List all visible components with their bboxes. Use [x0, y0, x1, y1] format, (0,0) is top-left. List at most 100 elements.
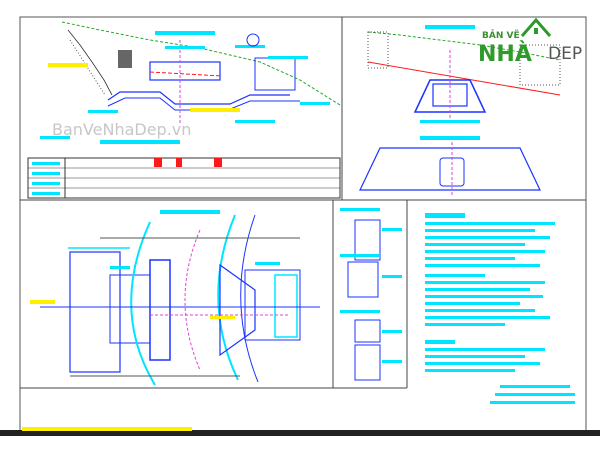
note-line-20	[425, 369, 515, 372]
profile-marker-red-1	[154, 158, 162, 167]
note-line-7	[425, 264, 540, 267]
detail-cyan-b	[382, 275, 402, 278]
slope-hatch	[69, 39, 106, 96]
cyan-label-9	[100, 140, 180, 144]
panel-notes	[425, 213, 575, 404]
red-level-line	[149, 71, 223, 77]
note-line-3	[425, 236, 550, 239]
panel-longitudinal-section	[40, 21, 341, 144]
house-icon	[520, 17, 552, 37]
logo-tail-text: DEP	[548, 44, 583, 64]
profile-marker-red-2	[176, 158, 182, 167]
note-line-17	[425, 348, 545, 351]
cross-ground-line	[367, 31, 561, 61]
profile-table-label-3	[32, 182, 60, 185]
note-line-9	[425, 281, 545, 284]
note-line-15	[425, 323, 505, 326]
title-strip-yellow	[22, 427, 192, 431]
wall-block	[118, 50, 132, 68]
cyan-label-3	[235, 45, 265, 48]
note-line-4	[425, 243, 525, 246]
abutment-right	[254, 57, 296, 91]
note-line-5	[425, 250, 545, 253]
profile-marker-red-3	[214, 158, 222, 167]
plan-right-apron	[244, 269, 301, 341]
profile-table	[27, 157, 341, 199]
plan-title	[160, 210, 220, 214]
plan-left-apron	[69, 251, 121, 373]
signature-line-3	[490, 401, 575, 404]
detail-3	[354, 319, 381, 343]
yellow-label-2	[190, 108, 240, 112]
cyan-label-8	[235, 120, 275, 123]
note-line-18	[425, 355, 525, 358]
cyan-label-2	[165, 46, 205, 49]
yellow-label-1	[48, 63, 88, 67]
bottom-profile-2	[107, 97, 300, 111]
plan-label-yellow	[210, 316, 235, 319]
culvert-cross-section	[413, 79, 487, 113]
detail-4	[354, 344, 381, 381]
plan-wing-right	[219, 263, 256, 357]
watermark-text: BanVeNhaDep.vn	[52, 120, 192, 139]
plan-label	[420, 136, 480, 140]
profile-table-label-4	[32, 192, 60, 195]
panel-cross-section	[359, 25, 561, 196]
cross-hatch-right	[519, 44, 561, 86]
note-line-6	[425, 257, 515, 260]
logo-main-text: NHÀ	[478, 42, 532, 67]
cyan-label-7	[40, 136, 70, 139]
detail-1-label	[340, 208, 380, 211]
note-line-8	[425, 274, 485, 277]
culvert-body	[149, 61, 221, 81]
note-line-1	[425, 222, 555, 225]
site-logo: BẢN VẼ NHÀ DEP	[470, 14, 595, 72]
note-line-16	[425, 340, 455, 344]
cyan-label-4	[268, 56, 308, 59]
note-line-2	[425, 229, 535, 232]
notes-title	[425, 213, 465, 218]
plan-label-cyan-b	[255, 262, 280, 265]
panel-details	[340, 208, 402, 381]
cross-label-2	[420, 120, 480, 123]
plan-right-box	[274, 274, 298, 338]
detail-2-label	[340, 254, 380, 257]
plan-culvert-center	[149, 259, 171, 361]
cross-label-1	[425, 25, 475, 29]
cyan-label-5	[88, 110, 118, 113]
title-strip	[0, 430, 600, 436]
cross-hatch-left	[367, 31, 389, 69]
bottom-profile	[107, 91, 290, 105]
detail-cyan-c	[382, 330, 402, 333]
detail-cyan-d	[382, 360, 402, 363]
note-line-19	[425, 362, 540, 365]
plan-arc-magenta	[184, 229, 201, 371]
note-line-11	[425, 295, 543, 298]
plan-arc-right	[217, 214, 239, 381]
cyan-label-1	[155, 31, 215, 35]
cross-red-line	[367, 61, 561, 96]
detail-cyan-a	[382, 228, 402, 231]
plan-arc-right-outer	[240, 214, 259, 383]
detail-3-label	[340, 310, 380, 313]
terrain-slope	[67, 29, 113, 96]
plan-label-cyan-a	[110, 266, 130, 269]
note-line-10	[425, 288, 530, 291]
cyan-label-6	[300, 102, 330, 105]
north-symbol	[246, 33, 260, 47]
note-line-13	[425, 309, 535, 312]
logo-top-text: BẢN VẼ	[482, 31, 520, 41]
culvert-plan	[359, 147, 541, 191]
profile-table-label-1	[32, 162, 60, 165]
profile-table-label-2	[32, 172, 60, 175]
panel-plan-view	[30, 210, 320, 386]
detail-2	[347, 261, 379, 298]
detail-1	[354, 219, 381, 261]
plan-flow-label-left	[30, 300, 55, 304]
note-line-14	[425, 316, 550, 319]
plan-culvert-left	[109, 274, 151, 344]
note-line-12	[425, 302, 520, 305]
signature-line-2	[495, 393, 575, 396]
signature-line-1	[500, 385, 570, 388]
